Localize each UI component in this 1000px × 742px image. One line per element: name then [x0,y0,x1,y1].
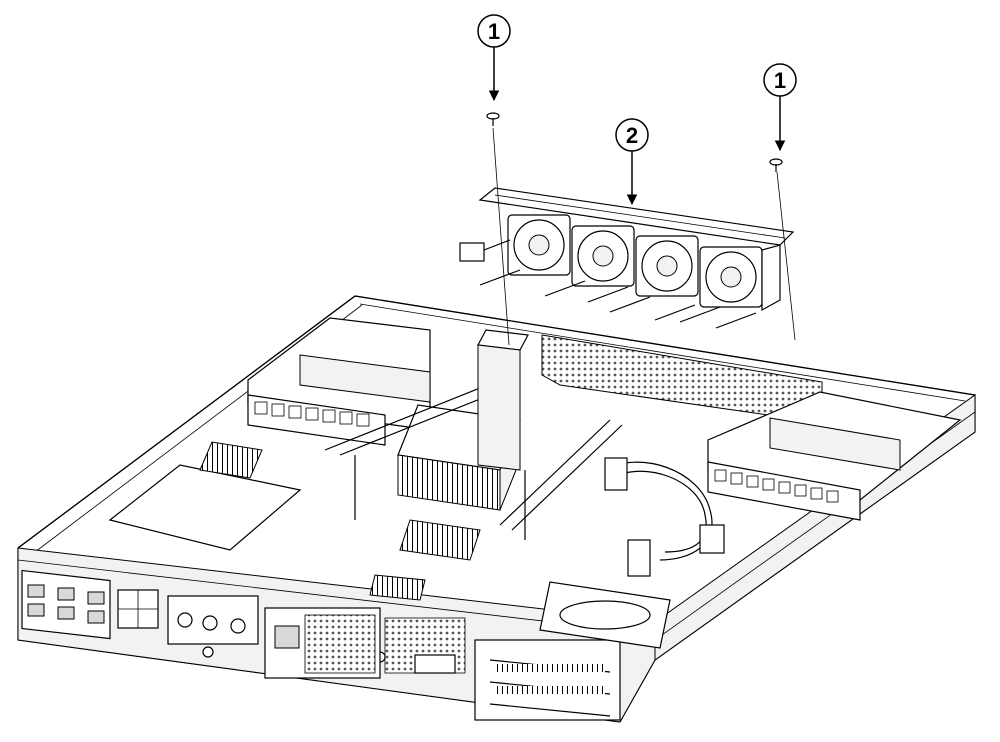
fan-4 [699,246,763,308]
alignment-lines [492,127,796,346]
fan-1 [507,214,571,276]
left-power-supply [247,317,431,446]
screw-left [486,112,500,126]
fan-3 [635,235,699,297]
front-panel [21,569,621,721]
callout-1-left: 1 [477,14,511,102]
svg-text:1: 1 [774,68,786,93]
callout-2: 2 [615,118,649,206]
left-board [108,441,302,551]
screw-right [769,158,783,172]
small-heatsinks [369,519,481,601]
right-power-supply [707,391,962,521]
fan-2 [571,225,635,287]
hard-drive [539,581,671,649]
fan-bracket [477,329,529,471]
svg-text:2: 2 [626,123,638,148]
cable-assembly [604,457,725,577]
svg-text:1: 1 [488,19,500,44]
callout-1-right: 1 [763,63,797,152]
fan-tray [459,187,795,329]
